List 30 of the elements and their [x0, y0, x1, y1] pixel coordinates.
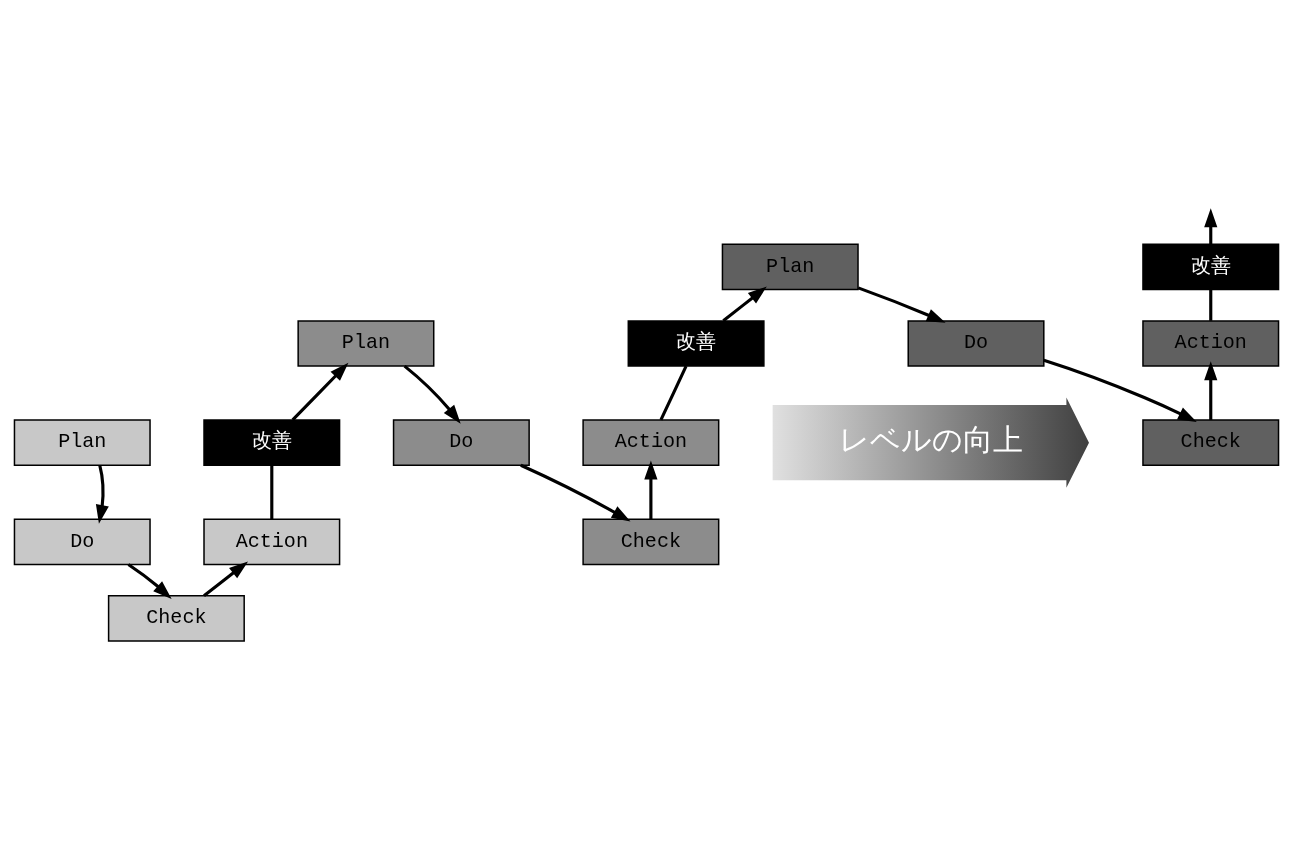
connector [1209, 289, 1213, 321]
node-box: Check [582, 517, 720, 565]
node-box: Plan [13, 418, 151, 466]
node-box: Action [582, 418, 720, 466]
arrow [291, 362, 349, 421]
node-box: Do [392, 418, 530, 466]
arrow [1043, 358, 1197, 422]
node-box: 改善 [627, 319, 765, 367]
node-box: Plan [297, 319, 435, 367]
node-box: Check [107, 594, 245, 642]
arrow [857, 285, 946, 323]
arrow [95, 464, 109, 524]
node-box: Do [907, 319, 1045, 367]
node-box: 改善 [203, 418, 341, 466]
connector [270, 464, 274, 519]
node-box: Do [13, 517, 151, 565]
arrow [403, 364, 461, 424]
arrow [644, 460, 658, 519]
node-box: Action [203, 517, 341, 565]
connector [659, 364, 688, 421]
arrow [203, 561, 249, 597]
arrow [520, 463, 631, 521]
arrow [1204, 360, 1218, 420]
arrow [1204, 207, 1218, 244]
node-box: Plan [721, 243, 859, 290]
arrow [127, 562, 172, 599]
arrow [722, 286, 767, 322]
node-box: Check [1142, 418, 1280, 466]
node-box: 改善 [1142, 243, 1280, 290]
node-box: Action [1142, 319, 1280, 367]
